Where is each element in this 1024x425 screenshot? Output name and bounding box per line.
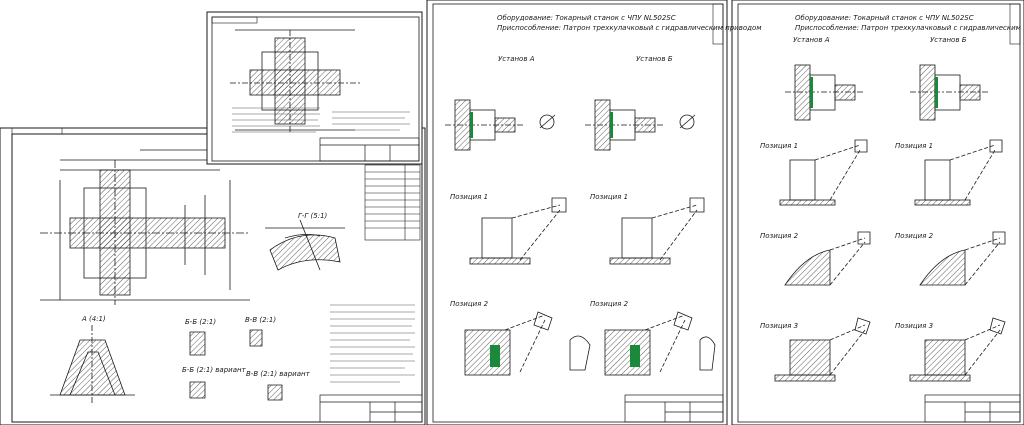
- left-notes-lines: [330, 304, 415, 383]
- top-inset-sheet: [206, 11, 423, 241]
- right-setup-a: [785, 64, 865, 121]
- section-bb-label: Б-Б (2:1): [185, 318, 217, 326]
- right-position-label-3b: Позиция 3: [895, 322, 934, 330]
- right-sheet: [731, 0, 1024, 425]
- section-bb: [189, 331, 206, 356]
- right-position-label-1a: Позиция 1: [760, 142, 799, 150]
- right-equipment-label: Оборудование: Токарный станок с ЧПУ NL50…: [795, 14, 974, 22]
- mid-position-label-2a: Позиция 2: [450, 300, 489, 308]
- mid-position-label-1a: Позиция 1: [450, 193, 489, 201]
- right-position-1a: [779, 139, 868, 206]
- inset-part: [230, 29, 360, 132]
- mid-setup-a-label: Установ А: [498, 55, 535, 63]
- mid-position-label-1b: Позиция 1: [590, 193, 629, 201]
- right-position-2b: [919, 231, 1006, 286]
- section-bb-variant-label: Б-Б (2:1) вариант: [182, 366, 246, 374]
- mid-position-label-2b: Позиция 2: [590, 300, 629, 308]
- section-vv: [249, 329, 263, 347]
- right-title-block: [924, 394, 1021, 423]
- mid-title-block: [624, 394, 724, 423]
- mid-position-2a: [464, 311, 591, 376]
- left-sheet: [0, 127, 426, 425]
- view-a-tooth: [50, 325, 135, 405]
- mid-setup-b: [585, 99, 696, 151]
- right-setup-b: [910, 64, 990, 121]
- right-setup-b-label: Установ Б: [930, 36, 967, 44]
- section-bb-variant: [189, 381, 206, 399]
- right-position-1b: [914, 139, 1003, 206]
- right-position-label-1b: Позиция 1: [895, 142, 934, 150]
- right-position-label-2b: Позиция 2: [895, 232, 934, 240]
- section-gg: [265, 219, 345, 271]
- mid-fixture-label: Приспособление: Патрон трехкулачковый с …: [497, 24, 762, 32]
- gear-main-view: [40, 149, 250, 305]
- right-position-label-3a: Позиция 3: [760, 322, 799, 330]
- right-position-3b: [909, 317, 1006, 382]
- right-position-3a: [774, 317, 871, 382]
- right-fixture-label: Приспособление: Патрон трехкулачковый с …: [795, 24, 1024, 32]
- spec-table: [364, 164, 421, 241]
- right-position-2a: [784, 231, 871, 286]
- mid-position-1a: [469, 197, 567, 265]
- mid-setup-b-label: Установ Б: [636, 55, 673, 63]
- mid-equipment-label: Оборудование: Токарный станок с ЧПУ NL50…: [497, 14, 676, 22]
- left-title-block: [319, 394, 423, 423]
- mid-setup-a: [445, 99, 556, 151]
- right-setup-a-label: Установ А: [793, 36, 830, 44]
- middle-sheet: [426, 0, 728, 425]
- view-a-label: А (4:1): [82, 315, 106, 323]
- right-position-label-2a: Позиция 2: [760, 232, 799, 240]
- section-gg-label: Г-Г (5:1): [298, 212, 328, 220]
- section-vv-label: В-В (2:1): [245, 316, 277, 324]
- mid-position-2b: [604, 311, 716, 376]
- section-vv-variant-label: В-В (2:1) вариант: [246, 370, 310, 378]
- section-vv-variant: [267, 384, 283, 401]
- mid-position-1b: [609, 197, 705, 265]
